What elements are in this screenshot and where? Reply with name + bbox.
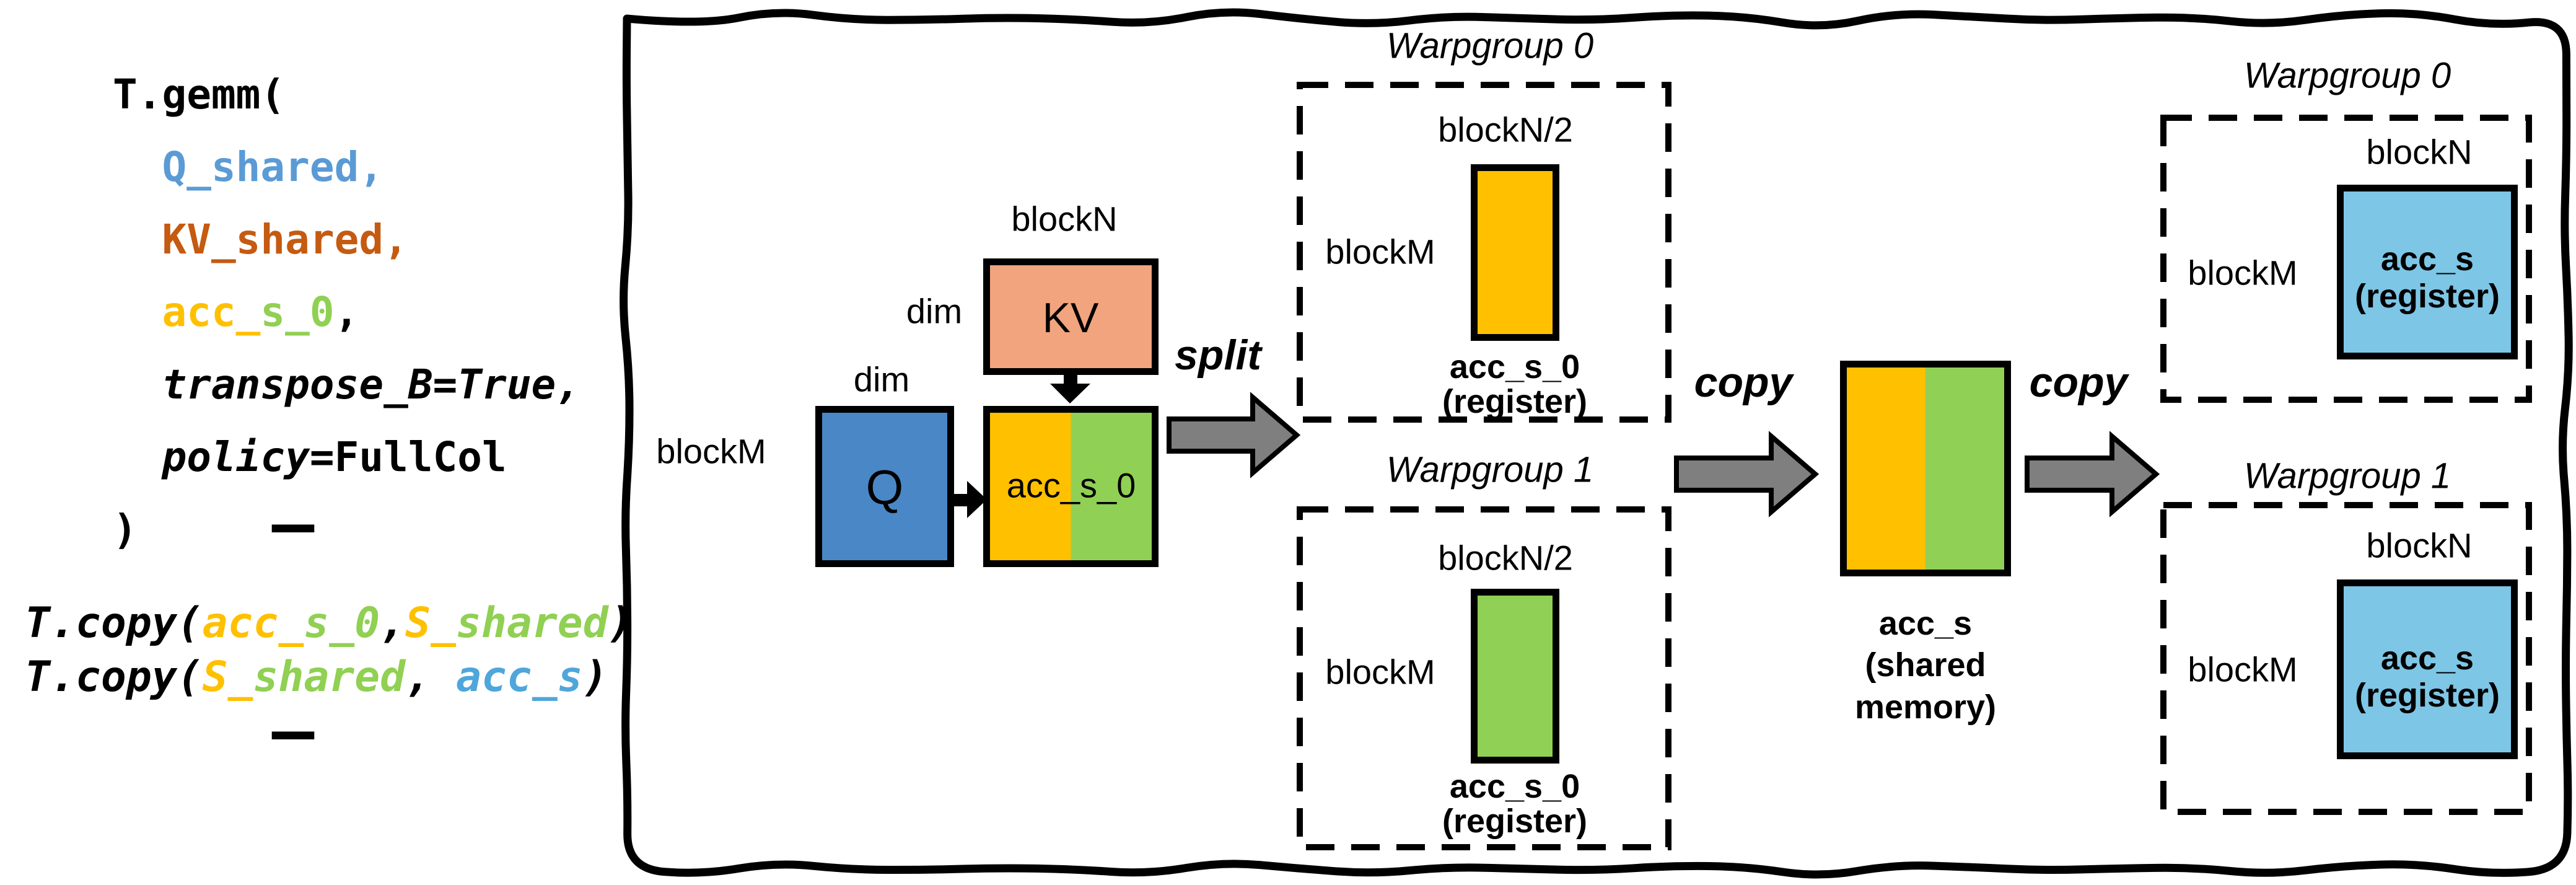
right-warpgroup1-title: Warpgroup 1 [2243, 456, 2451, 496]
right-warpgroup1-blockN: blockN [2366, 526, 2473, 565]
code-text: ) [582, 653, 608, 702]
code-text: KV_shared, [113, 216, 408, 263]
code-gemm-open: T.gemm( [113, 74, 285, 115]
copy-arrow-1-icon [1674, 431, 1820, 517]
mid-warpgroup0-blockM: blockM [1325, 232, 1435, 271]
code-copy-line-2: T.copy(S_shared, acc_s) [25, 656, 608, 698]
code-gemm-arg-acc: acc_s_0, [113, 292, 359, 333]
label-dim-kv: dim [906, 291, 963, 331]
mid-warpgroup0-acc-half-box [1471, 164, 1559, 341]
code-text: policy [113, 433, 310, 481]
right-warpgroup0-title: Warpgroup 0 [2243, 55, 2451, 96]
code-text: Q_shared, [113, 143, 384, 191]
kv-tile-box [983, 258, 1159, 375]
label-dim-q: dim [853, 359, 910, 399]
q-tile-label: Q [865, 460, 904, 515]
label-blockN-kv: blockN [1011, 199, 1118, 239]
copy-label-1: copy [1694, 359, 1793, 406]
right-warpgroup1-blockM: blockM [2188, 649, 2298, 689]
dashed-box-warpgroup1-mid [1297, 506, 1671, 850]
code-ellipsis-top: ...... [268, 485, 318, 544]
code-text: =FullCol [309, 433, 507, 481]
label-blockM-gemm: blockM [656, 431, 766, 471]
arrow-kv-to-acc-icon [1050, 375, 1090, 403]
mid-warpgroup1-blockM: blockM [1325, 652, 1435, 692]
code-text: T.gemm( [113, 71, 286, 118]
code-text: , [380, 599, 406, 648]
code-text: ) [113, 506, 138, 553]
kv-tile-label: KV [1042, 294, 1099, 341]
code-text: , [334, 288, 359, 336]
right-warpgroup0-acc-kind: (register) [2354, 278, 2500, 315]
code-text: S_ [202, 653, 253, 702]
right-warpgroup1-acc-kind: (register) [2354, 677, 2500, 714]
mid-warpgroup0-blockN2: blockN/2 [1438, 110, 1573, 149]
mid-warpgroup1-blockN2: blockN/2 [1438, 538, 1573, 578]
arrow-q-to-acc-icon [954, 481, 987, 518]
code-gemm-arg-transpose: transpose_B=True, [113, 364, 580, 405]
dashed-box-warpgroup0-mid [1297, 82, 1671, 423]
code-gemm-arg-q: Q_shared, [113, 147, 383, 188]
kernel-scope-wavy-border [620, 8, 2573, 879]
mid-warpgroup1-acc-name: acc_s_0 [1449, 768, 1580, 805]
right-warpgroup0-acc-box [2337, 185, 2518, 359]
dashed-box-warpgroup0-right [2160, 115, 2532, 403]
mid-warpgroup1-acc-half-box [1471, 589, 1559, 764]
code-text: shared [456, 599, 608, 648]
code-text: acc_ [113, 288, 261, 336]
code-text: T.copy( [25, 653, 203, 702]
split-arrow-icon [1167, 392, 1301, 478]
copy-label-2: copy [2029, 359, 2128, 406]
q-tile-box [815, 406, 954, 567]
code-gemm-arg-kv: KV_shared, [113, 219, 408, 260]
right-warpgroup0-blockM: blockM [2188, 253, 2298, 293]
code-text: s_0 [304, 599, 380, 648]
split-label: split [1175, 332, 1261, 379]
mid-warpgroup0-acc-kind: (register) [1442, 383, 1588, 420]
acc-s-0-tile-box [983, 406, 1159, 567]
copy-arrow-2-icon [2025, 431, 2160, 517]
acc-s-shared-name: acc_s [1878, 605, 1973, 642]
mid-warpgroup0-acc-name: acc_s_0 [1449, 348, 1580, 385]
code-copy-line-1: T.copy(acc_s_0,S_shared) [25, 602, 634, 645]
mid-warpgroup1-acc-kind: (register) [1442, 803, 1588, 840]
code-gemm-arg-policy: policy=FullCol [113, 437, 506, 478]
code-ellipsis-bottom: ...... [268, 692, 318, 751]
right-warpgroup0-acc-name: acc_s [2380, 240, 2474, 278]
dashed-box-warpgroup1-right [2160, 502, 2532, 815]
code-gemm-close: ) [113, 509, 138, 550]
code-text: , [405, 653, 456, 702]
code-text: acc_s [456, 653, 583, 702]
code-text: shared [253, 653, 406, 702]
mid-warpgroup1-title: Warpgroup 1 [1386, 449, 1594, 490]
acc-s-0-tile-label: acc_s_0 [1006, 465, 1136, 505]
acc-s-shared-box [1840, 361, 2011, 576]
acc-s-shared-kind-line1: (shared [1865, 646, 1986, 684]
code-text: s_0 [260, 288, 335, 336]
mid-warpgroup0-title: Warpgroup 0 [1386, 25, 1594, 66]
right-warpgroup1-acc-name: acc_s [2380, 640, 2474, 677]
right-warpgroup1-acc-box [2337, 579, 2518, 759]
code-text: T.copy( [25, 599, 203, 648]
code-text: S_ [405, 599, 457, 648]
acc-s-shared-kind-line2: memory) [1854, 689, 1997, 726]
code-text: transpose_B=True, [113, 361, 580, 408]
code-text: acc_ [202, 599, 304, 648]
right-warpgroup0-blockN: blockN [2366, 132, 2473, 172]
